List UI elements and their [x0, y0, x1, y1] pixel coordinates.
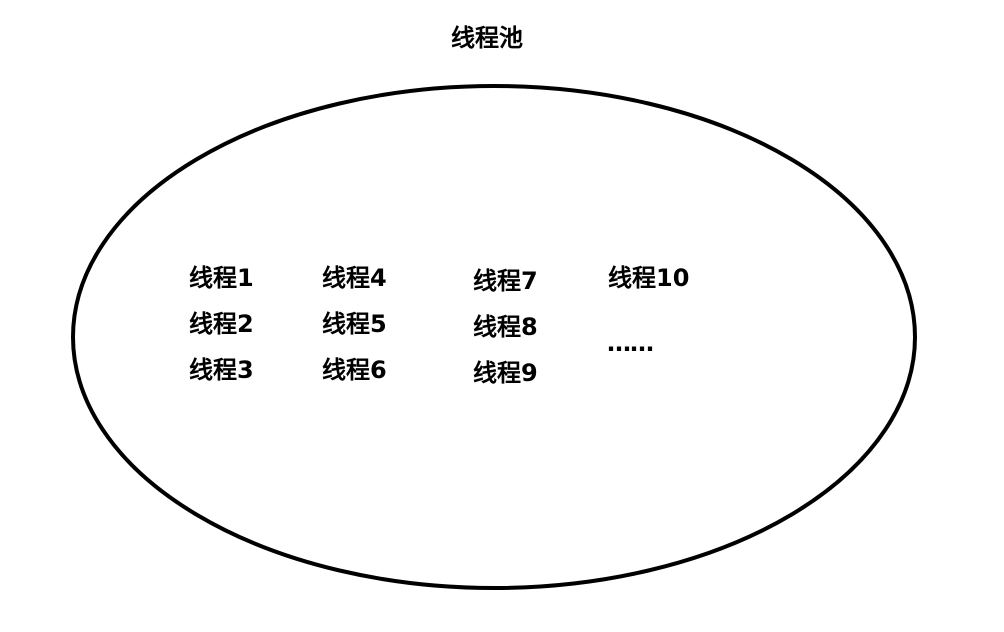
thread-8-label: 线程8 — [473, 313, 538, 341]
thread-2-label: 线程2 — [189, 310, 254, 338]
thread-4-label: 线程4 — [322, 264, 387, 292]
thread-1-label: 线程1 — [189, 264, 254, 292]
diagram-title: 线程池 — [451, 24, 523, 52]
thread-10-label: 线程10 — [608, 264, 690, 292]
more-threads-ellipsis: …… — [607, 329, 654, 357]
thread-9-label: 线程9 — [473, 359, 538, 387]
thread-3-label: 线程3 — [189, 356, 254, 384]
thread-7-label: 线程7 — [473, 267, 538, 295]
thread-5-label: 线程5 — [322, 310, 387, 338]
thread-6-label: 线程6 — [322, 356, 387, 384]
